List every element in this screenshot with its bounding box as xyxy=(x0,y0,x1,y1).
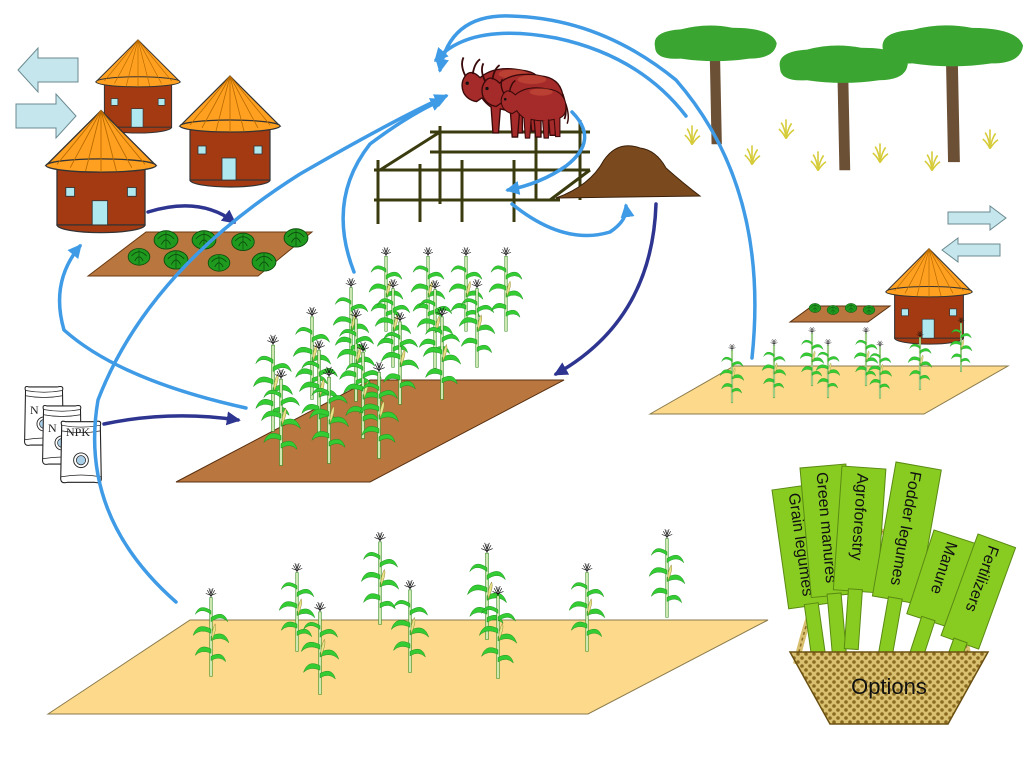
acacia-grassland xyxy=(654,25,1024,172)
grass-tuft-icon xyxy=(777,118,795,140)
trade-arrow-icon xyxy=(17,46,79,94)
trade-arrow-icon xyxy=(947,205,1007,231)
flow-arrow xyxy=(146,204,237,224)
trade-arrow-icon xyxy=(941,237,1001,263)
flow-arrow xyxy=(102,411,241,426)
cabbage-icon xyxy=(283,228,309,248)
sack-label: N xyxy=(30,403,39,417)
cabbage-icon xyxy=(231,232,255,251)
flow-arrow xyxy=(505,110,587,195)
hut-icon xyxy=(179,75,281,188)
cabbage-icon xyxy=(251,252,277,272)
flow-arrow xyxy=(435,14,757,360)
grass-tuft-icon xyxy=(871,142,889,164)
cabbage-icon xyxy=(153,230,179,250)
grass-tuft-icon xyxy=(809,150,827,172)
maize-plant-icon xyxy=(253,334,293,432)
trade-arrow-icon xyxy=(15,92,77,140)
option-stake: Agroforestry xyxy=(832,465,887,651)
nutrient-flow-arrows xyxy=(57,14,757,604)
sack-label: N xyxy=(48,421,57,435)
vegetable-garden xyxy=(86,228,314,277)
grass-tuft-icon xyxy=(743,144,761,166)
options-basket: Grain legumes Green manures Agroforestry… xyxy=(771,461,1017,725)
basket-label: Options xyxy=(851,674,927,699)
maize-plant-icon xyxy=(488,246,524,332)
cabbage-icon xyxy=(127,248,151,266)
flow-arrow xyxy=(434,31,688,118)
cabbage-icon xyxy=(826,305,840,315)
grass-tuft-icon xyxy=(923,150,941,172)
option-stake: Fodder legumes xyxy=(871,461,942,655)
hut-icon xyxy=(885,248,973,345)
grass-tuft-icon xyxy=(683,124,701,146)
flow-arrow xyxy=(92,94,449,604)
sack-label: NPK xyxy=(66,425,90,439)
grass-tuft-icon xyxy=(981,128,999,150)
acacia-tree-icon xyxy=(882,25,1024,163)
flow-arrow xyxy=(553,202,658,376)
cabbage-icon xyxy=(862,305,876,315)
maize-plant-icon xyxy=(648,528,686,618)
option-label: Agroforestry xyxy=(847,473,870,561)
flow-arrow xyxy=(341,98,445,274)
trade-arrows-village xyxy=(15,46,79,140)
cabbage-icon xyxy=(808,303,822,313)
cabbage-icon xyxy=(207,254,231,272)
maize-plant-icon xyxy=(360,531,400,625)
manure-heap-icon xyxy=(555,145,702,199)
infield-maize-plot xyxy=(175,246,565,483)
option-stakes: Grain legumes Green manures Agroforestry… xyxy=(771,461,1017,682)
acacia-tree-icon xyxy=(779,45,908,171)
fertilizer-sack-icon: N xyxy=(41,404,83,465)
outfield-maize-plot xyxy=(46,528,769,715)
village-huts xyxy=(45,39,281,234)
basket-icon xyxy=(788,651,990,725)
flow-arrow xyxy=(57,243,248,410)
maize-plant-icon xyxy=(416,279,454,369)
fertilizer-sacks: N N NPK xyxy=(23,385,102,484)
trade-arrows-homestead xyxy=(941,205,1007,263)
acacia-tree-icon xyxy=(654,25,777,145)
cabbage-icon xyxy=(844,303,858,313)
cattle-kraal xyxy=(374,56,591,224)
fertilizer-sack-icon: N xyxy=(23,385,65,446)
fertilizer-sack-icon: NPK xyxy=(60,420,102,484)
homestead-plot xyxy=(648,248,1010,415)
flow-arrow xyxy=(510,202,635,238)
